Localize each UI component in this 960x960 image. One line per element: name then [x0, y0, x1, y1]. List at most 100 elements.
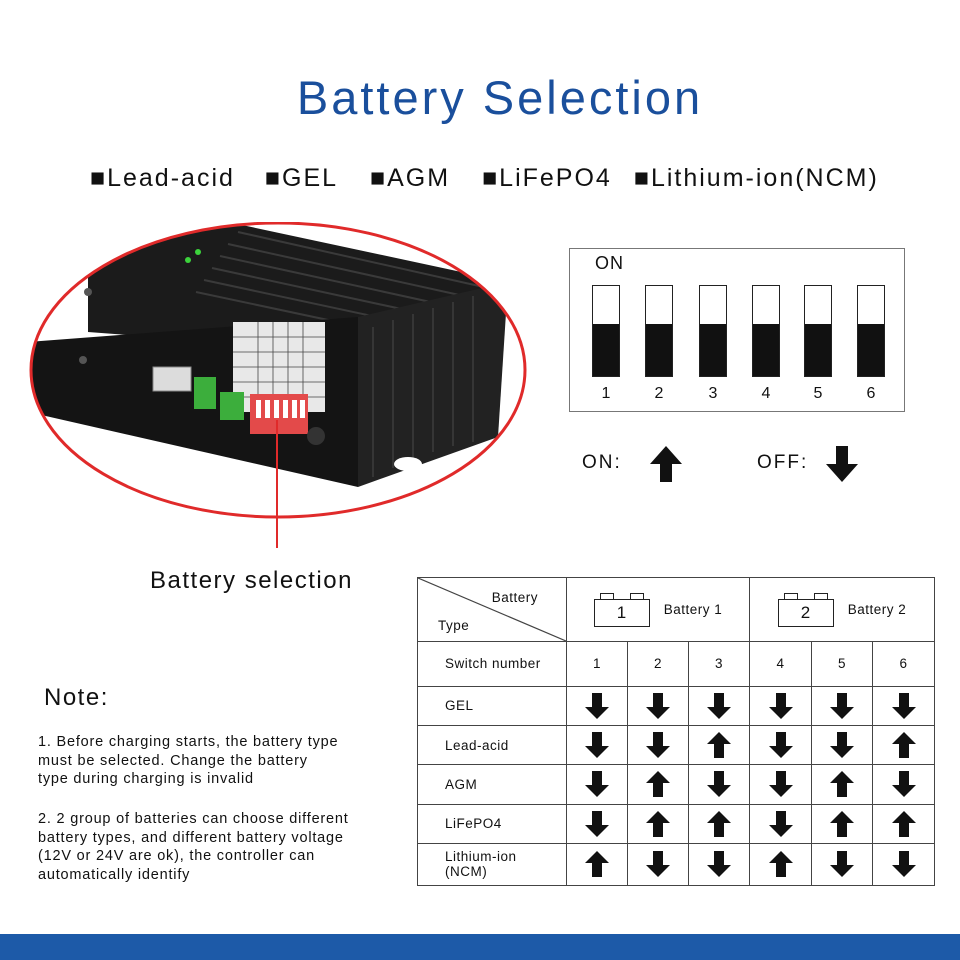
switch-state-cell	[627, 842, 689, 887]
battery-type-agm: ■AGM	[370, 164, 451, 192]
battery-icon: 2	[777, 592, 834, 627]
arrow-down-icon	[646, 851, 670, 878]
arrow-down-icon	[768, 771, 793, 798]
switch-state-cell	[872, 803, 936, 844]
switch-state-cell	[749, 724, 813, 766]
photo-caption: Battery selection	[150, 567, 353, 594]
bottom-bar	[0, 934, 960, 960]
switch-state-cell	[872, 685, 936, 726]
battery-type-gel: ■GEL	[264, 164, 339, 192]
arrow-down-icon	[768, 732, 793, 759]
switch-state-cell	[749, 764, 813, 805]
switch-state-cell	[687, 724, 751, 766]
battery-2-header: 2 Battery 2	[749, 577, 936, 642]
table-row: LiFePO4	[417, 803, 936, 844]
battery-type-name: AGM	[417, 764, 567, 805]
controller-photo	[28, 222, 528, 522]
dip-number: 5	[813, 385, 823, 402]
dip-switch-6	[857, 285, 885, 377]
switch-number-label: Switch number	[417, 641, 567, 687]
arrow-down-icon	[891, 771, 916, 798]
table-row: Lithium-ion (NCM)	[417, 842, 936, 887]
battery-icon: 1	[593, 592, 650, 627]
switch-state-cell	[687, 685, 751, 726]
dip-switch-3	[699, 285, 727, 377]
pointer-line	[276, 420, 278, 548]
arrow-down-icon	[646, 692, 670, 719]
battery-1-label: Battery 1	[663, 602, 723, 617]
arrow-down-icon	[891, 692, 916, 719]
dip-number: 1	[601, 385, 611, 402]
arrow-up-icon	[585, 851, 609, 878]
switch-number: 2	[627, 641, 689, 687]
dip-switch-4	[752, 285, 780, 377]
dip-switch-5	[804, 285, 832, 377]
page-title: Battery Selection	[296, 71, 704, 124]
legend-on-label: ON:	[582, 452, 622, 473]
battery-type-lead-acid: ■Lead-acid	[90, 164, 235, 192]
switch-state-cell	[811, 724, 874, 766]
battery-type-name: Lithium-ion (NCM)	[417, 842, 567, 887]
arrow-down-icon	[707, 851, 731, 878]
controller-illustration	[29, 222, 527, 519]
battery-type-table: Battery Type 1 Battery 1 2 Battery 2	[417, 577, 936, 887]
switch-state-cell	[872, 764, 936, 805]
legend-off-label: OFF:	[757, 452, 809, 473]
switch-state-cell	[566, 764, 628, 805]
arrow-down-icon	[585, 692, 609, 719]
switch-state-cell	[811, 842, 874, 887]
arrow-up-icon	[707, 732, 731, 759]
battery-type-name: GEL	[417, 685, 567, 726]
arrow-up-icon	[646, 771, 670, 798]
switch-state-cell	[627, 803, 689, 844]
dip-number: 2	[654, 385, 664, 402]
arrow-up-icon	[891, 732, 916, 759]
arrow-down-icon	[585, 810, 609, 837]
switch-state-cell	[749, 685, 813, 726]
arrow-down-icon	[768, 692, 793, 719]
dip-switch-2	[645, 285, 673, 377]
table-row: Lead-acid	[417, 724, 936, 766]
arrow-down-icon	[585, 732, 609, 759]
arrow-up-icon	[646, 810, 670, 837]
table-corner-cell: Battery Type	[417, 577, 567, 642]
dip-number: 4	[761, 385, 771, 402]
switch-state-cell	[627, 685, 689, 726]
battery-1-header: 1 Battery 1	[565, 577, 751, 642]
arrow-down-icon	[826, 446, 858, 482]
note-title: Note:	[44, 684, 109, 711]
switch-state-cell	[566, 803, 628, 844]
switch-state-cell	[566, 842, 628, 887]
table-row: AGM	[417, 764, 936, 805]
arrow-down-icon	[585, 771, 609, 798]
switch-state-cell	[872, 724, 936, 766]
arrow-up-icon	[768, 851, 793, 878]
switch-state-cell	[566, 685, 628, 726]
dip-switch-1	[592, 285, 620, 377]
battery-type-list: ■Lead-acid ■GEL ■AGM ■LiFePO4 ■Lithium-i…	[90, 164, 879, 196]
battery-type-name: Lead-acid	[417, 724, 567, 766]
arrow-down-icon	[830, 851, 855, 878]
arrow-down-icon	[830, 692, 855, 719]
switch-state-cell	[627, 724, 689, 766]
switch-state-cell	[627, 764, 689, 805]
battery-type-lifepo4: ■LiFePO4	[482, 164, 612, 192]
switch-number: 1	[566, 641, 628, 687]
note-item-1: 1. Before charging starts, the battery t…	[38, 734, 339, 787]
switch-state-cell	[872, 842, 936, 887]
switch-number-row: Switch number 1 2 3 4 5 6	[417, 641, 936, 687]
battery-2-label: Battery 2	[847, 602, 907, 617]
switch-state-cell	[687, 842, 751, 887]
arrow-down-icon	[768, 810, 793, 837]
switch-number: 5	[811, 641, 874, 687]
corner-battery-label: Battery	[491, 590, 538, 605]
switch-number: 3	[687, 641, 751, 687]
dip-number: 6	[866, 385, 876, 402]
note-item-2: 2. 2 group of batteries can choose diffe…	[38, 811, 349, 883]
corner-type-label: Type	[438, 618, 470, 633]
switch-state-cell	[749, 803, 813, 844]
arrow-up-icon	[830, 771, 855, 798]
dip-number: 3	[708, 385, 718, 402]
switch-state-cell	[811, 685, 874, 726]
table-row: GEL	[417, 685, 936, 726]
